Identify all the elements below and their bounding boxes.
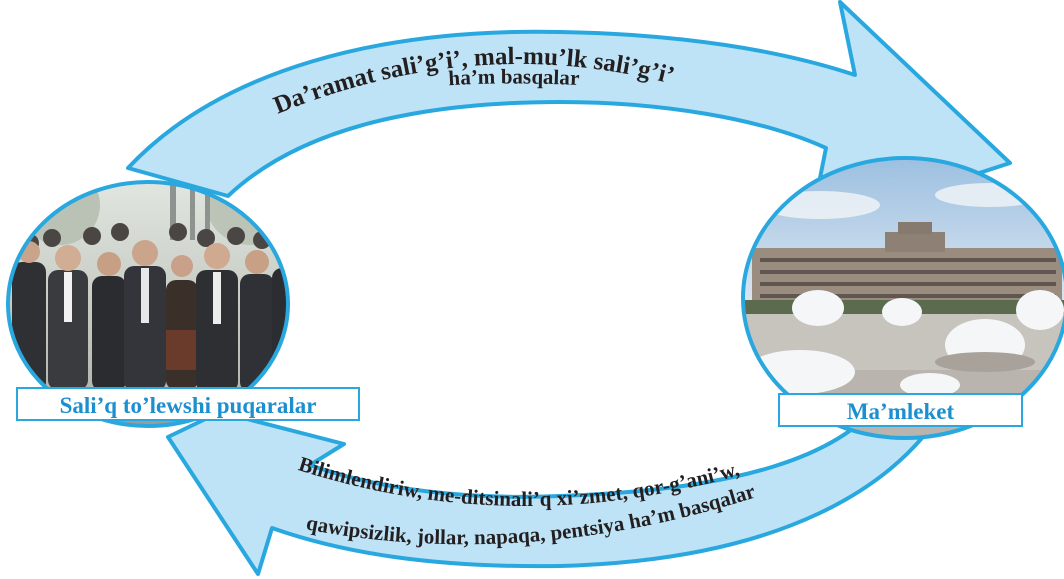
bottom-arrow: [166, 396, 952, 576]
taxpayer-citizens-label: Sali’q to’lewshi puqaralar: [16, 387, 360, 421]
top-arrow: [126, 0, 1012, 230]
state-label: Ma’mleket: [778, 393, 1023, 427]
bottom-arrow-shape: [166, 396, 952, 576]
top-arrow-text-line2: ha’m basqalar: [448, 64, 580, 90]
top-arrow-shape: [126, 0, 1012, 230]
